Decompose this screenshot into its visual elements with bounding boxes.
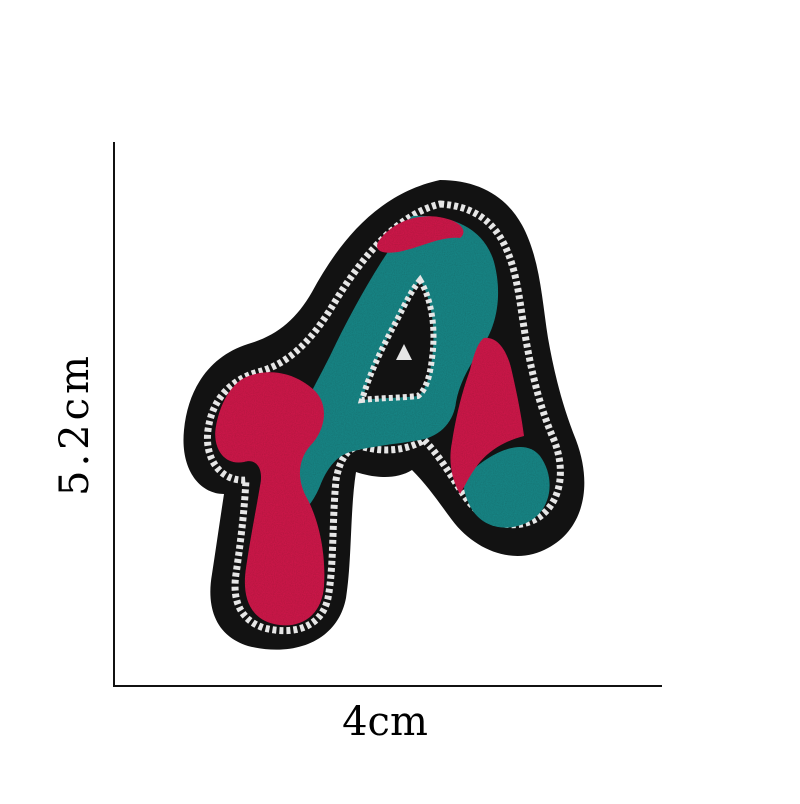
stitch-border [203,200,564,635]
red-left-leg [215,372,325,626]
counter-stitch-notch [396,344,412,360]
letter-counter [357,274,437,404]
height-dimension-label: 5.2cm [52,352,98,496]
width-dimension-label: 4cm [342,699,428,745]
teal-foot [463,446,550,528]
red-top-piece [377,216,464,253]
red-right-leg [450,337,524,494]
